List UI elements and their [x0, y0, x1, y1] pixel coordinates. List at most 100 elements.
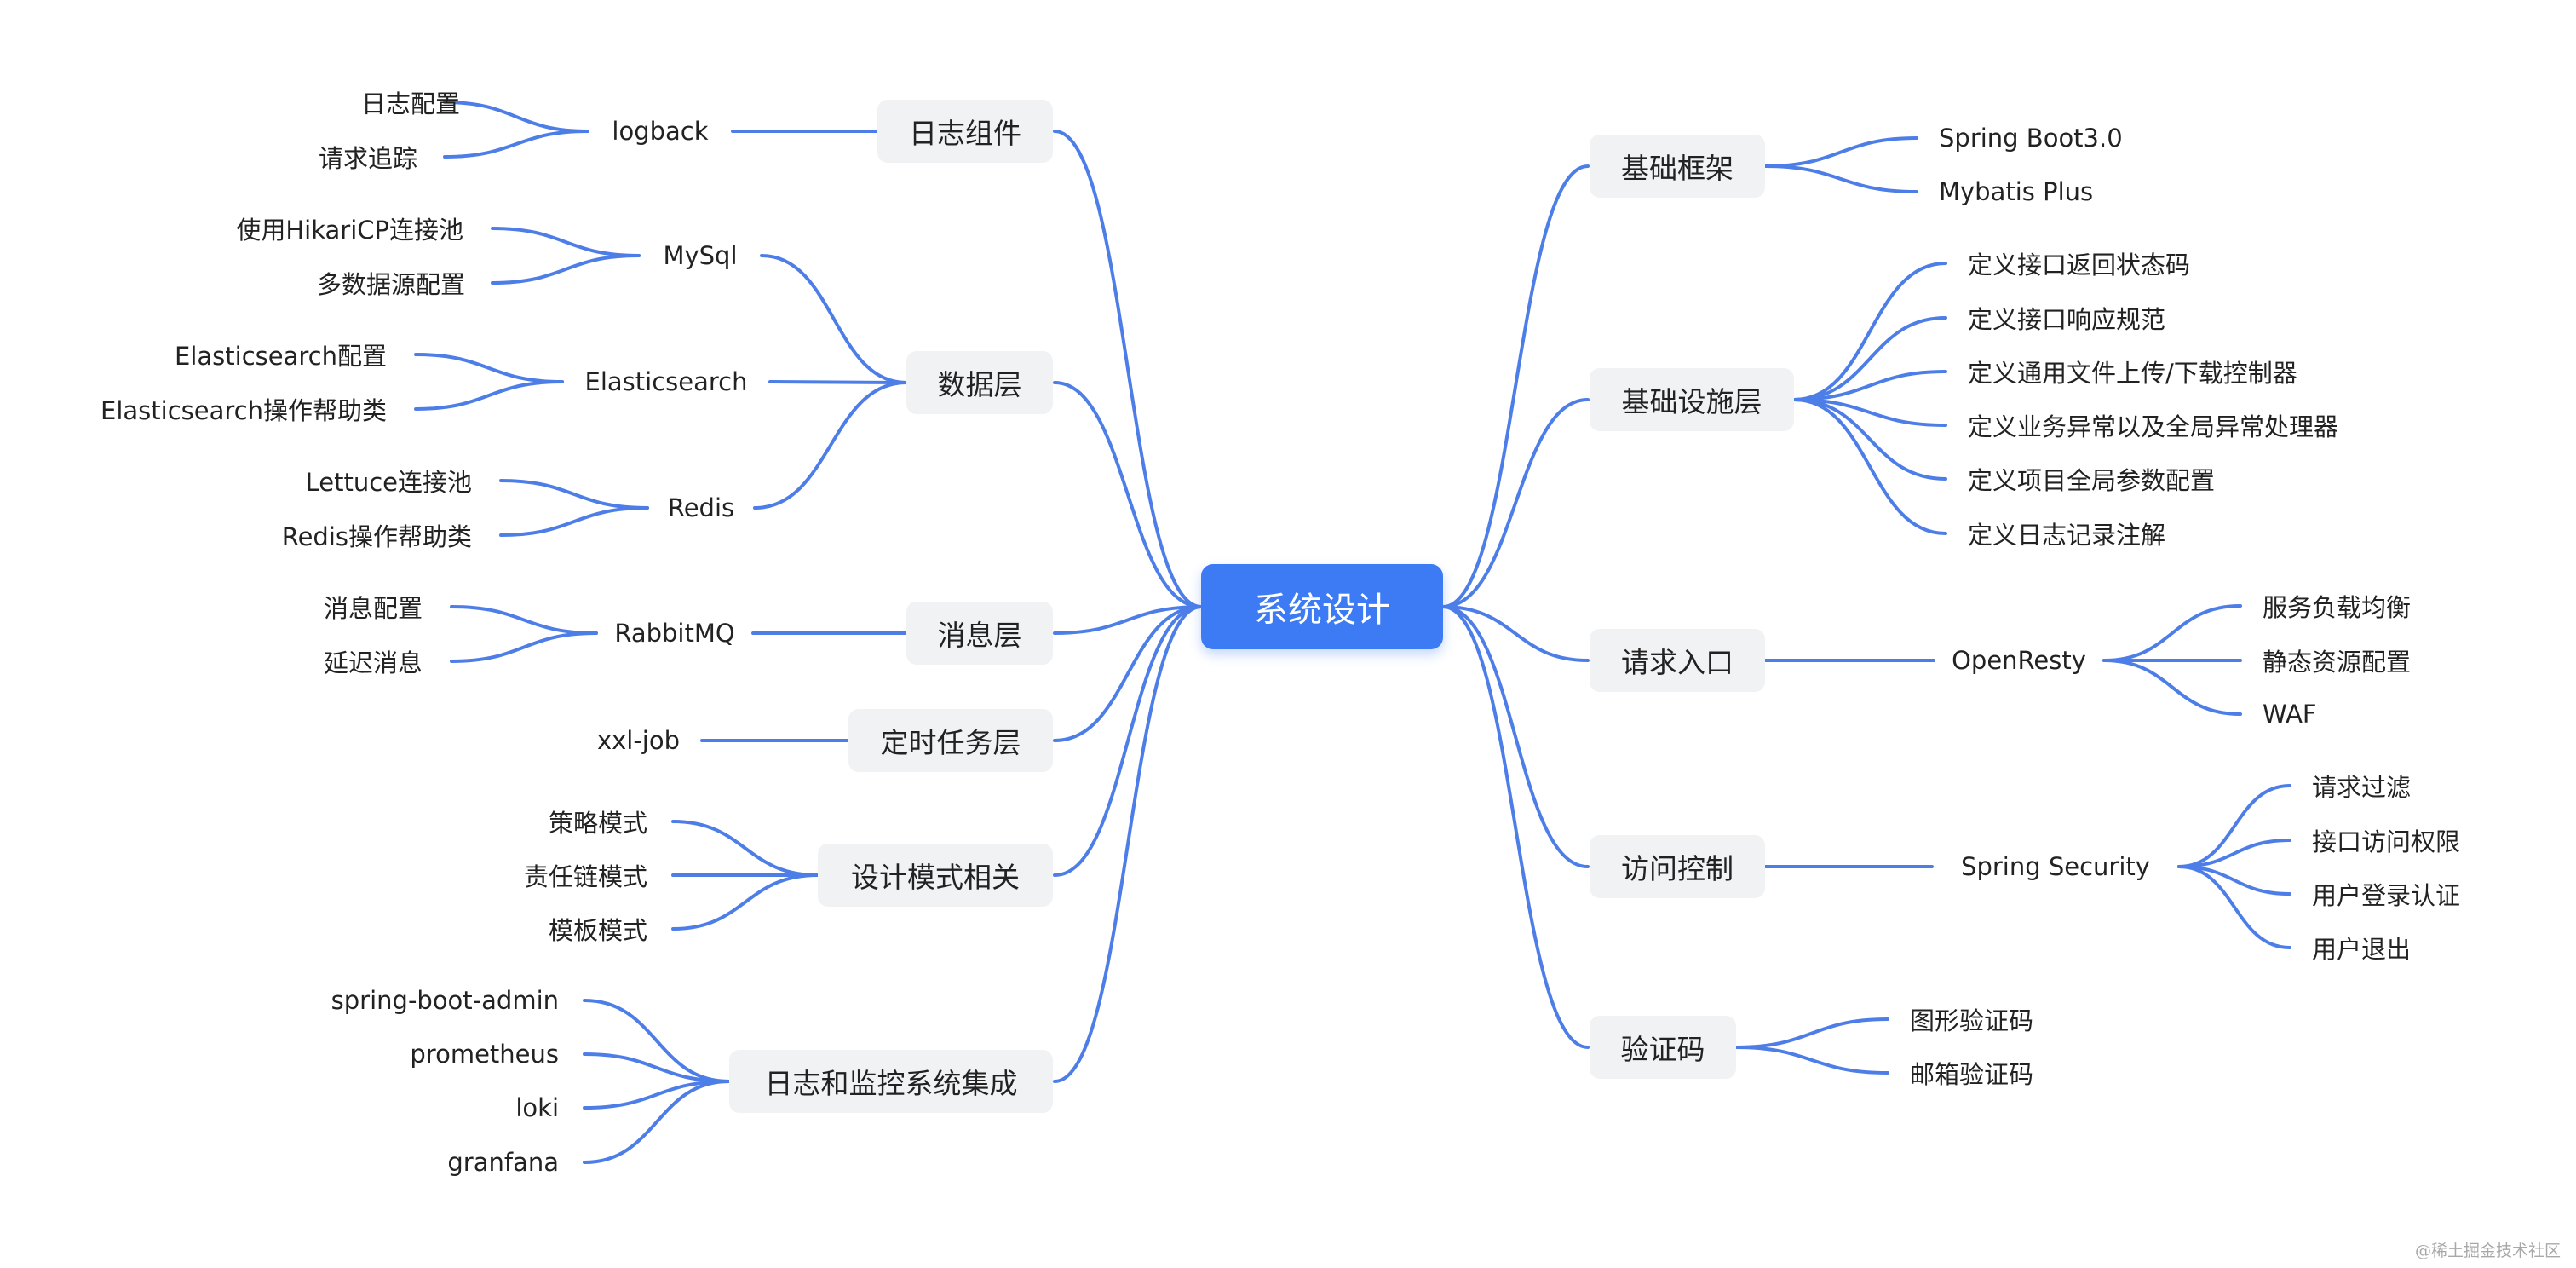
- root-link-right-0: [1441, 164, 1590, 608]
- link-captcha-1: [1734, 1046, 1889, 1075]
- link-monitor-2: [583, 1080, 731, 1110]
- leaf-strategy-pattern[interactable]: 策略模式: [548, 809, 647, 838]
- link-security-1: [2177, 839, 2291, 868]
- root-link-right-2: [1441, 605, 1590, 662]
- leaf-template-pattern[interactable]: 模板模式: [548, 916, 647, 945]
- node-elasticsearch[interactable]: Elasticsearch: [584, 367, 748, 396]
- root-link-left-1: [1053, 381, 1203, 608]
- link-es-0: [414, 353, 564, 383]
- branch-data[interactable]: 数据层: [906, 351, 1053, 414]
- root-link-right-4: [1441, 605, 1590, 1049]
- watermark: @稀土掘金技术社区: [2414, 1242, 2561, 1260]
- leaf-log-config[interactable]: 日志配置: [360, 89, 460, 118]
- leaf-lettuce[interactable]: Lettuce连接池: [305, 468, 472, 497]
- leaf-exception-handler[interactable]: 定义业务异常以及全局异常处理器: [1968, 412, 2339, 441]
- leaf-hikaricp[interactable]: 使用HikariCP连接池: [236, 216, 463, 245]
- link-infra-4: [1792, 398, 1947, 481]
- branch-pattern[interactable]: 设计模式相关: [818, 844, 1053, 907]
- node-mysql[interactable]: MySql: [663, 241, 738, 270]
- leaf-redis-helper[interactable]: Redis操作帮助类: [281, 522, 472, 551]
- leaf-chain-pattern[interactable]: 责任链模式: [523, 862, 647, 891]
- link-infra-0: [1792, 262, 1947, 401]
- leaf-user-login[interactable]: 用户登录认证: [2312, 881, 2461, 910]
- leaf-es-config[interactable]: Elasticsearch配置: [175, 342, 387, 371]
- branch-access[interactable]: 访问控制: [1590, 835, 1765, 898]
- leaf-request-filter[interactable]: 请求过滤: [2312, 773, 2412, 802]
- link-pattern-0: [671, 820, 819, 877]
- link-security-0: [2177, 784, 2291, 868]
- leaf-api-permission[interactable]: 接口访问权限: [2312, 827, 2461, 856]
- leaf-loki[interactable]: loki: [515, 1093, 559, 1122]
- root-link-right-3: [1441, 605, 1590, 868]
- node-logback[interactable]: logback: [612, 117, 709, 146]
- link-data-es: [768, 380, 908, 384]
- link-security-3: [2177, 865, 2291, 949]
- link-security-2: [2177, 865, 2291, 896]
- root-link-left-0: [1053, 130, 1203, 608]
- root-link-right-1: [1441, 398, 1590, 608]
- node-redis[interactable]: Redis: [667, 493, 735, 522]
- link-framework-1: [1763, 164, 1918, 193]
- link-monitor-0: [583, 999, 731, 1083]
- link-monitor-1: [583, 1052, 731, 1083]
- link-captcha-0: [1734, 1017, 1889, 1049]
- link-es-1: [414, 380, 564, 411]
- link-rabbitmq-1: [450, 631, 598, 663]
- link-mysql-0: [491, 227, 641, 257]
- link-infra-2: [1792, 370, 1947, 401]
- link-redis-1: [499, 506, 649, 537]
- leaf-user-logout[interactable]: 用户退出: [2312, 935, 2412, 964]
- leaf-mybatis-plus[interactable]: Mybatis Plus: [1939, 177, 2094, 206]
- link-infra-1: [1792, 316, 1947, 401]
- root-link-left-2: [1053, 605, 1203, 635]
- leaf-image-captcha[interactable]: 图形验证码: [1910, 1006, 2034, 1035]
- leaf-spring-boot[interactable]: Spring Boot3.0: [1939, 124, 2123, 153]
- branch-captcha[interactable]: 验证码: [1590, 1016, 1736, 1079]
- leaf-message-config[interactable]: 消息配置: [323, 594, 423, 623]
- root-link-left-5: [1053, 605, 1203, 1083]
- link-redis-0: [499, 479, 649, 510]
- node-rabbitmq[interactable]: RabbitMQ: [614, 619, 735, 648]
- leaf-request-trace[interactable]: 请求追踪: [318, 144, 417, 173]
- leaf-prometheus[interactable]: prometheus: [410, 1040, 559, 1069]
- leaf-global-params[interactable]: 定义项目全局参数配置: [1968, 466, 2216, 495]
- branch-framework[interactable]: 基础框架: [1590, 135, 1765, 198]
- branch-schedule[interactable]: 定时任务层: [848, 709, 1053, 772]
- node-spring-security[interactable]: Spring Security: [1961, 852, 2150, 881]
- branch-monitor[interactable]: 日志和监控系统集成: [729, 1050, 1053, 1113]
- leaf-file-controller[interactable]: 定义通用文件上传/下载控制器: [1968, 359, 2297, 388]
- branch-message[interactable]: 消息层: [906, 602, 1053, 665]
- leaf-xxl-job[interactable]: xxl-job: [596, 726, 680, 755]
- link-infra-3: [1792, 398, 1947, 427]
- branch-logging[interactable]: 日志组件: [877, 100, 1053, 163]
- leaf-spring-boot-admin[interactable]: spring-boot-admin: [331, 986, 559, 1015]
- leaf-granfana[interactable]: granfana: [447, 1148, 559, 1177]
- link-mysql-1: [491, 254, 641, 285]
- leaf-delay-message[interactable]: 延迟消息: [323, 648, 423, 677]
- leaf-es-helper[interactable]: Elasticsearch操作帮助类: [101, 396, 387, 425]
- root-node[interactable]: 系统设计: [1201, 564, 1443, 649]
- link-framework-0: [1763, 136, 1918, 168]
- leaf-log-annotation[interactable]: 定义日志记录注解: [1968, 521, 2166, 550]
- branch-entry[interactable]: 请求入口: [1590, 629, 1765, 692]
- link-pattern-2: [671, 873, 819, 931]
- leaf-load-balance[interactable]: 服务负载均衡: [2263, 593, 2412, 622]
- root-link-left-4: [1053, 605, 1203, 877]
- leaf-multi-datasource[interactable]: 多数据源配置: [316, 270, 465, 299]
- link-data-redis: [753, 381, 908, 510]
- leaf-static-resource[interactable]: 静态资源配置: [2263, 648, 2412, 677]
- leaf-email-captcha[interactable]: 邮箱验证码: [1910, 1060, 2034, 1089]
- link-logback-1: [443, 130, 589, 158]
- root-link-left-3: [1053, 605, 1203, 742]
- link-openresty-0: [2102, 604, 2242, 662]
- leaf-status-code[interactable]: 定义接口返回状态码: [1968, 251, 2191, 280]
- link-logback-0: [443, 101, 589, 133]
- branch-infra[interactable]: 基础设施层: [1590, 368, 1794, 431]
- node-openresty[interactable]: OpenResty: [1952, 646, 2086, 675]
- leaf-waf[interactable]: WAF: [2263, 700, 2317, 729]
- link-data-mysql: [760, 254, 908, 384]
- link-monitor-3: [583, 1080, 731, 1164]
- leaf-response-spec[interactable]: 定义接口响应规范: [1968, 305, 2166, 334]
